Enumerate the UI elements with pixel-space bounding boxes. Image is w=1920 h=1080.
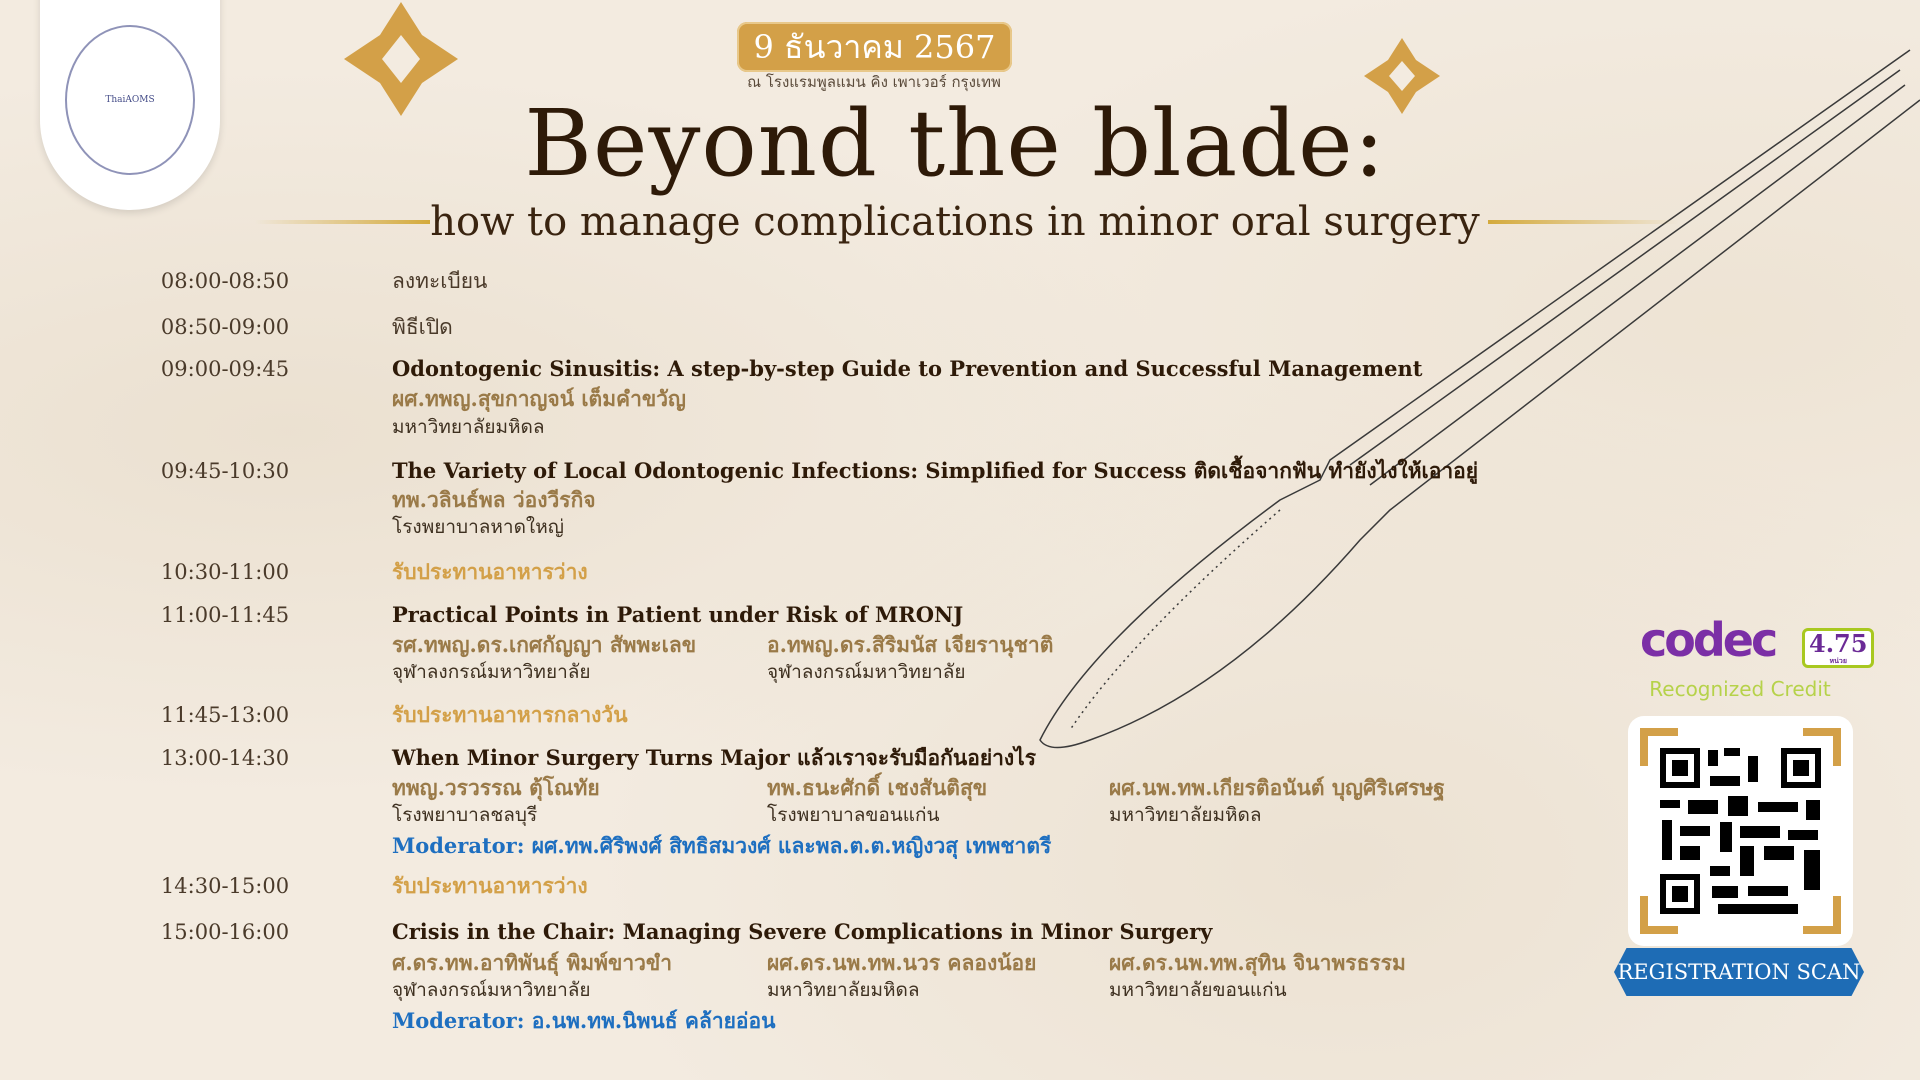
moderator: Moderator: ผศ.ทพ.ศิริพงศ์ สิทธิสมวงศ์ แล… [392, 833, 1052, 858]
session-title: Practical Points in Patient under Risk o… [392, 602, 964, 627]
time-slot: 13:00-14:30 [160, 746, 290, 770]
session-title: When Minor Surgery Turns Major แล้วเราจะ… [392, 745, 1037, 770]
divider [1488, 220, 1678, 224]
speaker-affiliation: โรงพยาบาลชลบุรี [392, 804, 538, 826]
time-slot: 11:00-11:45 [160, 603, 290, 627]
time-slot: 15:00-16:00 [160, 920, 290, 944]
codec-logo: codec [1640, 613, 1778, 667]
venue: ณ โรงแรมพูลแมน คิง เพาเวอร์ กรุงเทพ [747, 73, 1001, 91]
thai-ornament-icon [1364, 38, 1440, 114]
speaker-affiliation: จุฬาลงกรณ์มหาวิทยาลัย [392, 979, 591, 1001]
speaker-affiliation: โรงพยาบาลหาดใหญ่ [392, 516, 564, 538]
time-slot: 09:00-09:45 [160, 357, 290, 381]
event-date-badge: 9 ธันวาคม 2567 [737, 22, 1012, 72]
speaker-affiliation: มหาวิทยาลัยขอนแก่น [1109, 979, 1287, 1001]
speaker-name: ผศ.นพ.ทพ.เกียรติอนันต์ บุญศิริเศรษฐ [1109, 775, 1445, 800]
registration-qr-code[interactable] [1628, 716, 1853, 946]
speaker-name: ทพ.ธนะศักดิ์ เชงสันติสุข [767, 775, 988, 800]
speaker-affiliation: โรงพยาบาลขอนแก่น [767, 804, 940, 826]
session-title: Odontogenic Sinusitis: A step-by-step Gu… [392, 356, 1423, 381]
time-slot: 14:30-15:00 [160, 874, 290, 898]
speaker-affiliation: มหาวิทยาลัยมหิดล [1109, 804, 1262, 826]
qr-code-icon [1640, 728, 1841, 934]
registration-scan-button[interactable]: REGISTRATION SCAN [1614, 948, 1864, 996]
session-title: The Variety of Local Odontogenic Infecti… [392, 458, 1479, 483]
association-seal: ThaiAOMS [65, 25, 195, 175]
thai-ornament-icon [344, 2, 458, 116]
speaker-name: ทพญ.วรวรรณ ตุ้โณทัย [392, 775, 600, 800]
session-title: Crisis in the Chair: Managing Severe Com… [392, 919, 1213, 944]
speaker-affiliation: มหาวิทยาลัยมหิดล [767, 979, 920, 1001]
time-slot: 08:50-09:00 [160, 315, 290, 339]
speaker-affiliation: มหาวิทยาลัยมหิดล [392, 416, 545, 438]
speaker-affiliation: จุฬาลงกรณ์มหาวิทยาลัย [767, 661, 966, 683]
break-label: รับประทานอาหารว่าง [392, 559, 588, 584]
recognized-credit-label: Recognized Credit [1649, 677, 1831, 701]
time-slot: 09:45-10:30 [160, 459, 290, 483]
session-title: ลงทะเบียน [392, 269, 488, 293]
speaker-name: อ.ทพญ.ดร.สิริมนัส เจียรานุชาติ [767, 632, 1054, 657]
thaiaoms-logo: ThaiAOMS [40, 0, 220, 210]
speaker-name: ผศ.ดร.นพ.ทพ.สุทิน จินาพรธรรม [1109, 950, 1406, 975]
scalpel-illustration [1039, 49, 1920, 749]
time-slot: 11:45-13:00 [160, 703, 290, 727]
divider [255, 220, 430, 224]
session-title: พิธีเปิด [392, 315, 453, 339]
time-slot: 08:00-08:50 [160, 269, 290, 293]
break-label: รับประทานอาหารว่าง [392, 873, 588, 898]
speaker-name: รศ.ทพญ.ดร.เกศกัญญา สัพพะเลข [392, 632, 697, 657]
break-label: รับประทานอาหารกลางวัน [392, 702, 628, 727]
speaker-name: ผศ.ดร.นพ.ทพ.นวร คลองน้อย [767, 950, 1037, 975]
speaker-name: ทพ.วลินธ์พล ว่องวีรกิจ [392, 487, 596, 512]
time-slot: 10:30-11:00 [160, 560, 290, 584]
speaker-name: ศ.ดร.ทพ.อาทิพันธุ์ พิมพ์ขาวขำ [392, 950, 673, 975]
page-subtitle: how to manage complications in minor ora… [430, 199, 1480, 245]
speaker-affiliation: จุฬาลงกรณ์มหาวิทยาลัย [392, 661, 591, 683]
speaker-name: ผศ.ทพญ.สุขกาญจน์ เต็มคำขวัญ [392, 386, 686, 411]
moderator: Moderator: อ.นพ.ทพ.นิพนธ์ คล้ายอ่อน [392, 1008, 776, 1033]
page-title: Beyond the blade: [524, 90, 1386, 197]
